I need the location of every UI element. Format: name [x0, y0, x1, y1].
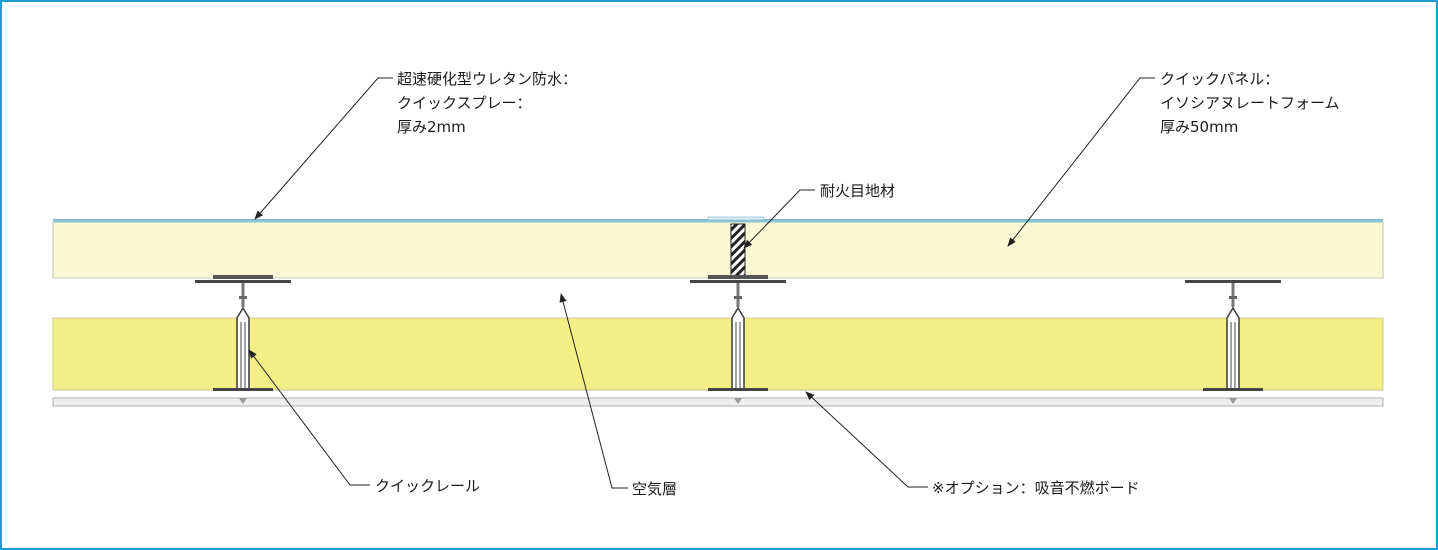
leader-line-joint [743, 189, 815, 249]
joint-top-plate [707, 216, 765, 221]
spray-coat [53, 219, 1383, 223]
quick-rail-center [690, 275, 786, 404]
leader-line-spray [254, 77, 393, 220]
rail-label: クイックレール [375, 477, 480, 495]
leader-line-air [559, 293, 628, 489]
fire-joint-material [730, 223, 746, 278]
quick-rail-right [1185, 280, 1281, 404]
joint-label: 耐火目地材 [820, 182, 895, 200]
sound-absorbing-board [52, 317, 1384, 391]
air-layer-label: 空気層 [632, 480, 677, 498]
panel-label: クイックパネル： イソシアヌレートフォーム 厚み50mm [1160, 70, 1344, 136]
leader-line-panel [1007, 77, 1155, 247]
leader-line-rail [248, 349, 370, 486]
quick-panel [52, 221, 1384, 279]
leader-line-board [805, 391, 928, 488]
spray-label: 超速硬化型ウレタン防水： クイックスプレー： 厚み2mm [397, 70, 582, 136]
board-label: ※オプション：吸音不燃ボード [932, 479, 1140, 497]
ceiling-board [52, 397, 1384, 407]
quick-rail-left [195, 275, 291, 404]
